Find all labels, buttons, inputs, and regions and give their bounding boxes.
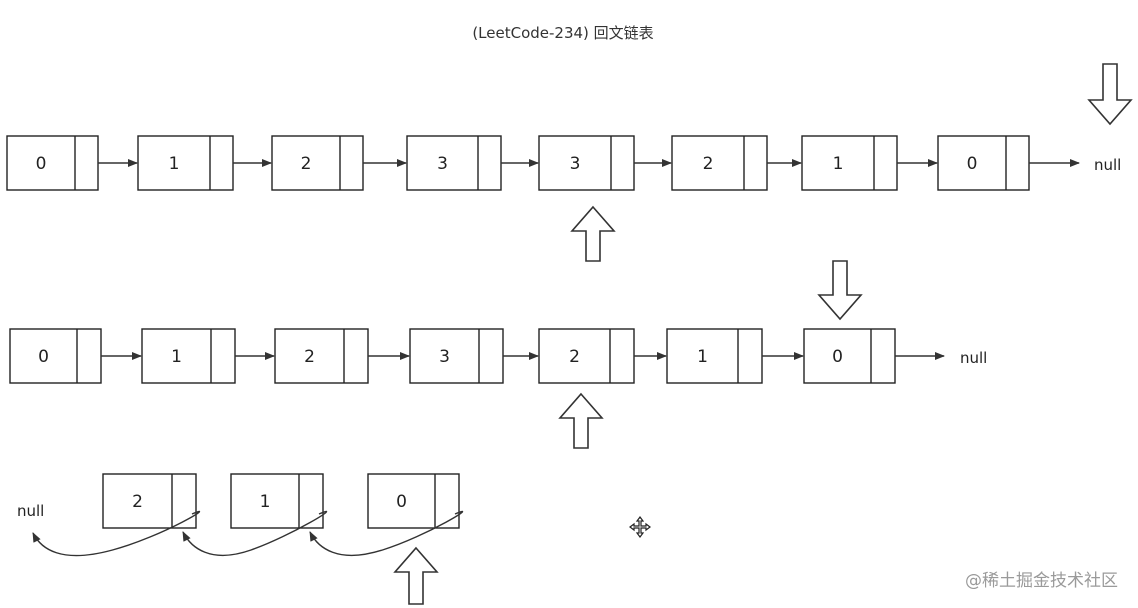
node-value: 0 — [38, 347, 49, 367]
node-value: 0 — [832, 347, 843, 367]
node-box — [141, 328, 236, 384]
list-node: 1 — [230, 473, 324, 529]
list-node: 2 — [271, 135, 364, 191]
node-box — [271, 135, 364, 191]
node-box — [6, 135, 99, 191]
node-box — [671, 135, 768, 191]
node-value: 3 — [439, 347, 450, 367]
list-node: 3 — [406, 135, 502, 191]
node-value: 2 — [132, 492, 143, 512]
up-arrow-icon — [393, 546, 439, 605]
node-value: 1 — [833, 154, 844, 174]
node-box — [367, 473, 460, 529]
node-box — [801, 135, 898, 191]
list-node: 0 — [6, 135, 99, 191]
node-value: 1 — [697, 347, 708, 367]
watermark: @稀土掘金技术社区 — [965, 571, 1118, 591]
node-value: 0 — [967, 154, 978, 174]
list-node: 3 — [409, 328, 504, 384]
list-node: 0 — [9, 328, 102, 384]
list-row-reversed: 2 1 0 null — [17, 473, 464, 557]
node-value: 1 — [171, 347, 182, 367]
node-box — [538, 328, 635, 384]
down-arrow-icon — [1087, 63, 1133, 126]
node-value: 0 — [396, 492, 407, 512]
list-row-original: 0 1 2 3 3 2 1 0 null — [6, 135, 1121, 191]
null-terminator: null — [1094, 156, 1121, 174]
node-box — [937, 135, 1030, 191]
node-box — [102, 473, 197, 529]
list-node: 1 — [141, 328, 236, 384]
node-box — [137, 135, 234, 191]
reversed-pointer-curve — [32, 510, 200, 557]
up-arrow-icon — [570, 205, 616, 262]
list-node: 2 — [538, 328, 635, 384]
diagram-title: (LeetCode-234) 回文链表 — [472, 24, 653, 42]
node-box — [230, 473, 324, 529]
list-row-middle: 0 1 2 3 2 1 0 null — [9, 328, 987, 384]
node-value: 1 — [260, 492, 271, 512]
node-value: 1 — [169, 154, 180, 174]
move-cursor-icon — [629, 516, 651, 538]
node-value: 2 — [569, 347, 580, 367]
up-arrow-icon — [558, 392, 604, 449]
list-node: 1 — [137, 135, 234, 191]
list-node: 0 — [367, 473, 460, 529]
pointer-arrows — [393, 63, 1133, 605]
list-node: 2 — [671, 135, 768, 191]
list-node: 2 — [102, 473, 197, 529]
node-value: 2 — [301, 154, 312, 174]
node-box — [538, 135, 635, 191]
list-node: 0 — [937, 135, 1030, 191]
node-box — [9, 328, 102, 384]
null-terminator: null — [17, 502, 44, 520]
list-node: 1 — [801, 135, 898, 191]
reversed-pointer-curve — [309, 510, 464, 557]
node-value: 2 — [703, 154, 714, 174]
node-box — [409, 328, 504, 384]
node-value: 3 — [437, 154, 448, 174]
node-box — [274, 328, 369, 384]
node-value: 3 — [570, 154, 581, 174]
node-box — [803, 328, 896, 384]
node-box — [406, 135, 502, 191]
node-value: 2 — [304, 347, 315, 367]
null-terminator: null — [960, 349, 987, 367]
node-value: 0 — [36, 154, 47, 174]
list-node: 2 — [274, 328, 369, 384]
node-box — [666, 328, 763, 384]
list-node: 1 — [666, 328, 763, 384]
list-node: 3 — [538, 135, 635, 191]
down-arrow-icon — [817, 260, 863, 321]
list-node: 0 — [803, 328, 896, 384]
reversed-pointer-curve — [182, 510, 328, 557]
